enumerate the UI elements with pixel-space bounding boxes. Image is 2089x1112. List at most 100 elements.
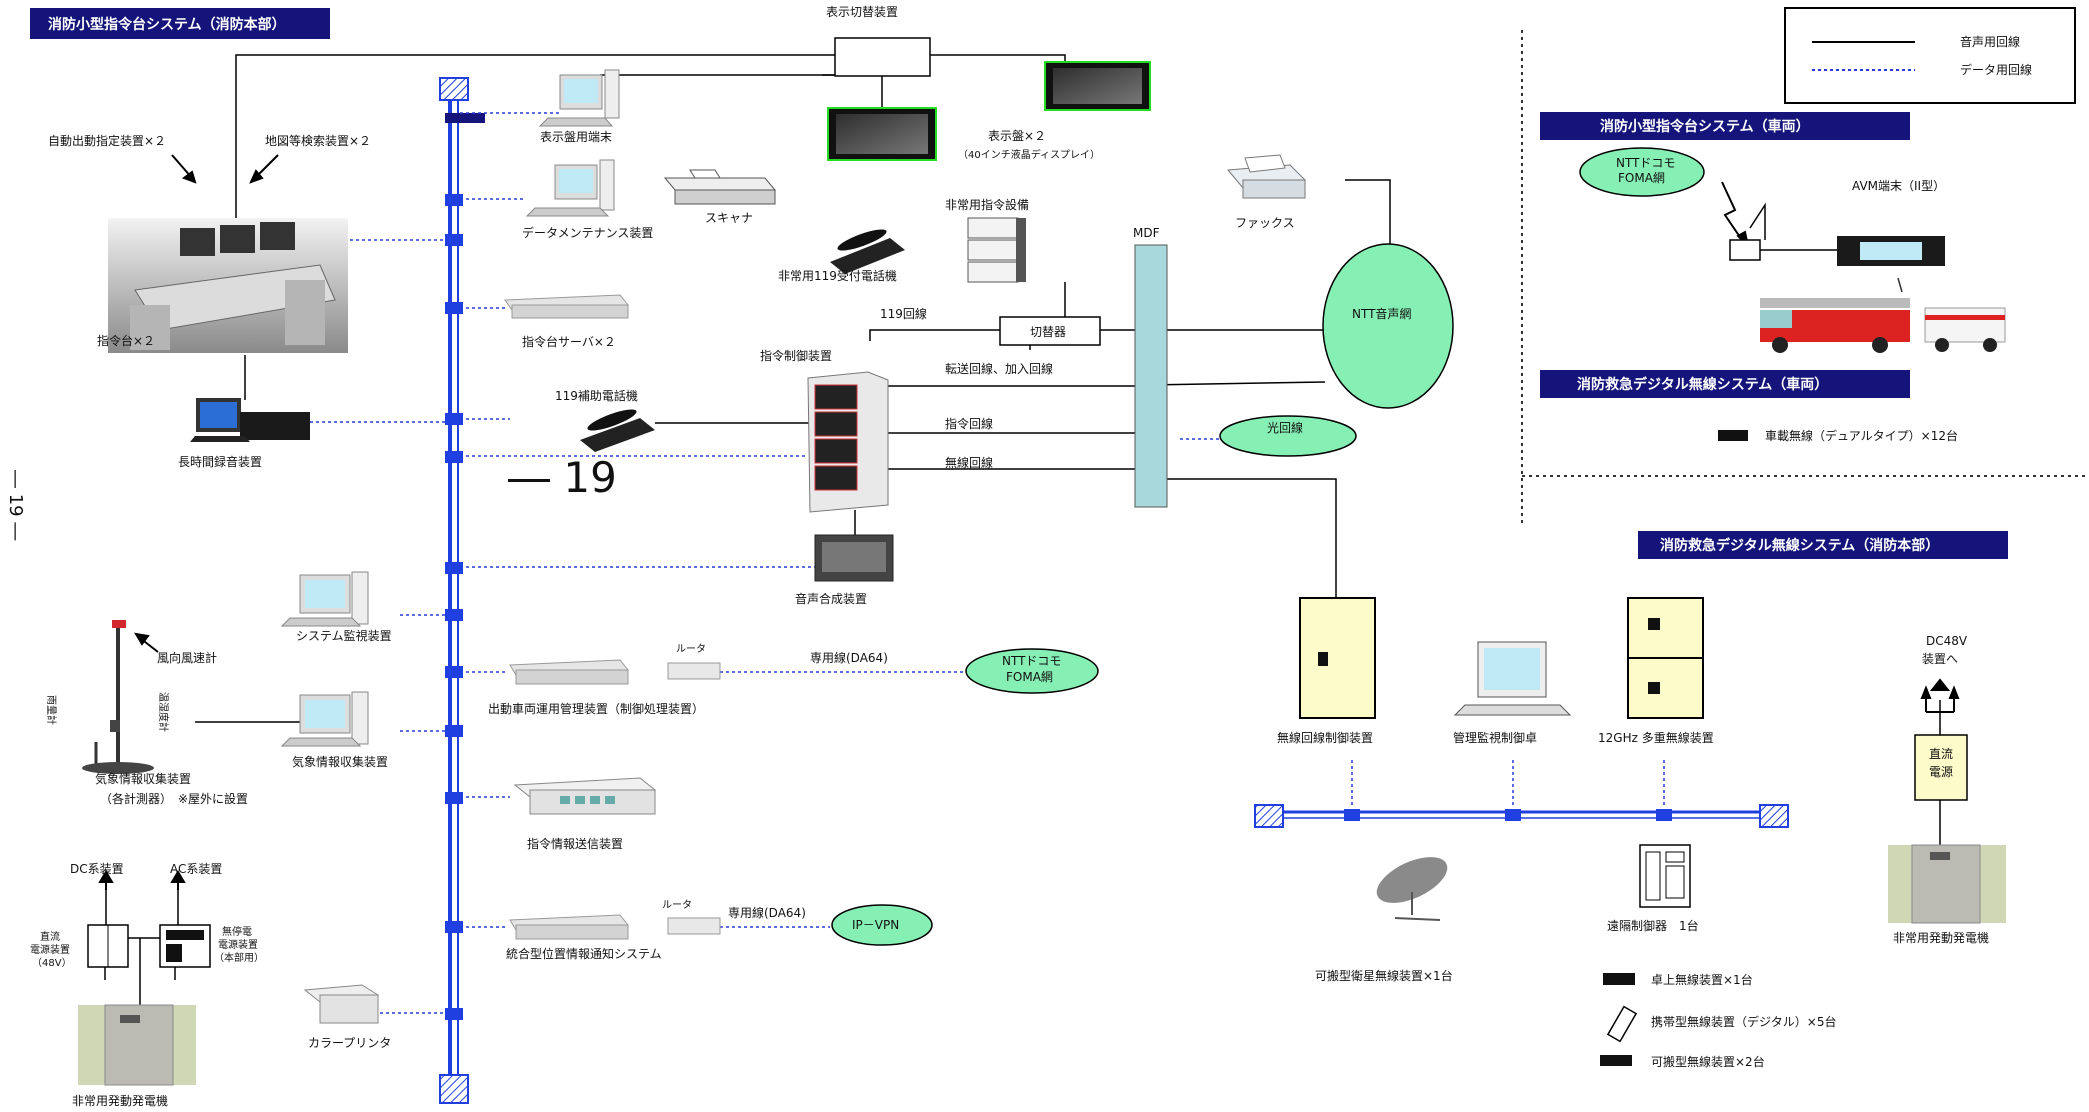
docomo-vehicle-network: NTTドコモ FOMA網 [1579, 147, 1705, 197]
fax-icon [1226, 154, 1307, 199]
legend-data-label: データ用回線 [1960, 62, 2032, 77]
vehicle-mgmt-label: 出動車両運用管理装置（制御処理装置） [488, 701, 704, 716]
bus-terminator-top [439, 77, 469, 101]
header-vehicle-cmd-text: 消防小型指令台システム（車両） [1600, 118, 1810, 135]
control-unit-label: 指令制御装置 [760, 348, 832, 363]
scanner-icon [663, 169, 777, 205]
emergency-cmd-icon [967, 217, 1026, 283]
dc-supply-box: 直流 電源 [1914, 734, 1968, 801]
fax-label: ファックス [1235, 216, 1295, 230]
docomo-hq-label-line2: FOMA網 [1006, 670, 1053, 684]
command-console-icon [108, 218, 348, 353]
portable-digital-label: 携帯型無線装置（デジタル）×5台 [1651, 1014, 1836, 1029]
avm-cable [1897, 277, 1903, 293]
transfer-line-label: 転送回線、加入回線 [945, 361, 1053, 376]
long-recorder-label: 長時間録音装置 [178, 454, 262, 469]
ipvpn-network: IP－VPN [831, 904, 933, 946]
dc-power-label-line3: （48V） [32, 957, 72, 969]
docomo-vehicle-label-line1: NTTドコモ [1616, 156, 1675, 170]
router1-label: ルータ [676, 643, 706, 655]
long-recorder-icon [190, 398, 310, 442]
fire-truck-icon [1760, 298, 1910, 353]
ntt-voice-label: NTT音声網 [1352, 306, 1411, 321]
ghz-label: 12GHz 多重無線装置 [1598, 730, 1714, 745]
bus-nodes [445, 194, 463, 1020]
data-maintenance-label: データメンテナンス装置 [522, 225, 653, 240]
radio-ctrl-cabinet-icon [1299, 597, 1376, 719]
ups-label-line1: 無停電 [222, 925, 252, 938]
portable-digital-icon [1606, 1005, 1638, 1043]
hq-radio-bus [1254, 804, 1789, 828]
voice-synth-icon [814, 534, 894, 582]
arrows [98, 154, 1960, 890]
header-main: 消防小型指令台システム（消防本部） [30, 8, 330, 39]
header-vehicle-radio: 消防救急デジタル無線システム（車両） [1540, 370, 1910, 398]
position-notify-server-icon [509, 914, 630, 940]
remote-ctrl-icon [1639, 844, 1691, 908]
radio-signal-icon [1721, 181, 1750, 250]
cmd-server-label: 指令台サーバ×２ [522, 334, 616, 349]
display-terminal-label: 表示盤用端末 [540, 130, 612, 144]
router1-icon [667, 662, 721, 680]
ups-icon [159, 924, 211, 968]
header-vehicle-radio-text: 消防救急デジタル無線システム（車両） [1577, 376, 1828, 393]
docomo-vehicle-label-line2: FOMA網 [1618, 171, 1665, 185]
portable-radio-icon [1600, 1055, 1632, 1066]
aux-phone-icon [580, 409, 655, 452]
dc-supply-label-line2: 電源 [1929, 765, 1953, 779]
dedicated1-label: 専用線(DA64) [810, 650, 888, 665]
auto-dispatch-label: 自動出動指定装置×２ [48, 133, 166, 148]
ambulance-icon [1924, 307, 2006, 352]
hq-radio-data-links [1351, 760, 1665, 808]
cmd-server-icon [504, 294, 630, 319]
sys-monitor-label: システム監視装置 [296, 628, 392, 643]
display-panel-label: 表示盤×２ [988, 129, 1046, 143]
cmd-send-device-icon [513, 777, 657, 815]
switcher-label: 切替器 [1030, 325, 1066, 339]
portable-radio-label: 可搬型無線装置×2台 [1651, 1054, 1765, 1069]
legend: 音声用回線 データ用回線 [1784, 7, 2076, 104]
display-switch-label: 表示切替装置 [826, 5, 898, 19]
generator-right-label: 非常用発動発電機 [1893, 930, 1989, 945]
page-number-side: ― 19 ― [5, 470, 26, 540]
ups-label-line2: 電源装置 [218, 938, 258, 951]
wind-label: 風向風速計 [157, 650, 217, 665]
dedicated2-label: 専用線(DA64) [728, 905, 806, 920]
dc-power-label-line1: 直流 [40, 930, 60, 943]
cmd-send-label: 指令情報送信装置 [527, 836, 623, 851]
weather-collect-pc-label: 気象情報収集装置 [292, 754, 388, 769]
vehicle-mgmt-server-icon [509, 659, 630, 685]
mdf-frame [1134, 244, 1168, 508]
radio-ctrl-label: 無線回線制御装置 [1277, 730, 1373, 745]
rain-gauge-label: 雨量計 [45, 695, 58, 725]
optical-line: 光回線 [1219, 415, 1357, 457]
emergency-phone-icon [830, 229, 905, 274]
vehicle-radio-item-label: 車載無線（デュアルタイプ）×12台 [1765, 428, 1958, 443]
display-panel-note: （40インチ液晶ディスプレイ） [958, 148, 1100, 161]
mgmt-console-icon [1453, 641, 1572, 716]
legend-voice-label: 音声用回線 [1960, 34, 2020, 49]
page-number-inline: ― 19 [508, 453, 617, 502]
scanner-label: スキャナ [705, 211, 753, 225]
weather-pc-icon [280, 691, 369, 747]
avm-terminal-icon [1837, 236, 1945, 266]
avm-label: AVM端末（II型） [1852, 179, 1945, 193]
radio-line-label: 無線回線 [945, 455, 993, 470]
header-vehicle-cmd: 消防小型指令台システム（車両） [1540, 112, 1910, 140]
router2-icon [667, 917, 721, 935]
ipvpn-label: IP－VPN [852, 918, 899, 932]
generator-left-icon [78, 1004, 196, 1086]
header-hq-radio-text: 消防救急デジタル無線システム（消防本部） [1660, 537, 1939, 554]
desk-radio-label: 卓上無線装置×1台 [1651, 972, 1753, 987]
ghz-radio-icon [1627, 597, 1704, 719]
avm-antenna-box [1729, 239, 1761, 261]
ntt-voice-network: NTT音声網 [1322, 243, 1454, 409]
sys-monitor-pc-icon [280, 571, 369, 627]
display-panel-icons [827, 61, 1151, 161]
sat-radio-icon [1376, 857, 1448, 921]
weather-station-icon [82, 620, 154, 774]
color-printer-label: カラープリンタ [308, 1036, 391, 1050]
lan-bus [439, 77, 485, 1104]
router2-label: ルータ [662, 899, 692, 911]
